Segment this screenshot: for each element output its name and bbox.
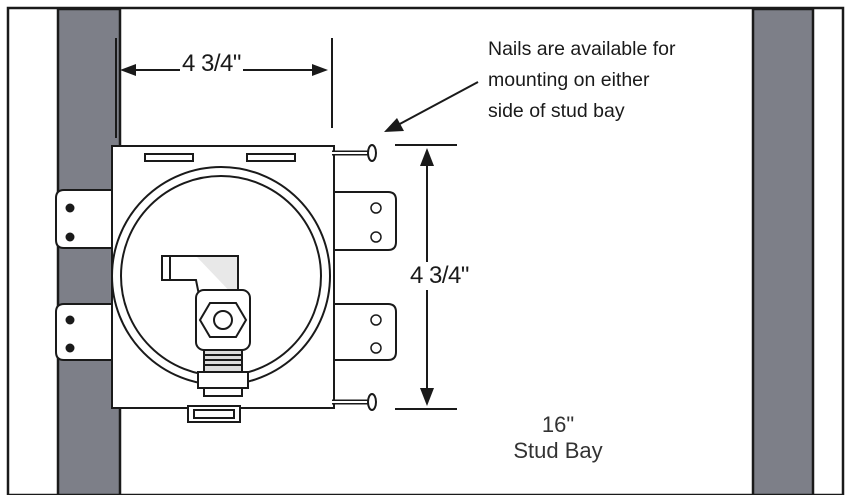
bay-text: Stud Bay: [513, 438, 603, 463]
valve-icon: [161, 255, 251, 397]
mounting-note: Nails are available for mounting on eith…: [488, 34, 748, 127]
nails: [332, 144, 377, 411]
height-dimension-label: 4 3/4": [408, 262, 471, 290]
note-line-1: Nails are available for: [488, 38, 676, 60]
note-line-3: side of stud bay: [488, 100, 625, 122]
stud-bay-label: 16" Stud Bay: [498, 412, 618, 464]
right-stud: [751, 7, 815, 495]
note-arrow: [384, 81, 479, 132]
width-dimension-label: 4 3/4": [180, 50, 243, 78]
bay-size: 16": [541, 412, 575, 437]
bracket-holes: [65, 202, 382, 354]
left-stud: [56, 7, 122, 495]
note-line-2: mounting on either: [488, 69, 650, 91]
